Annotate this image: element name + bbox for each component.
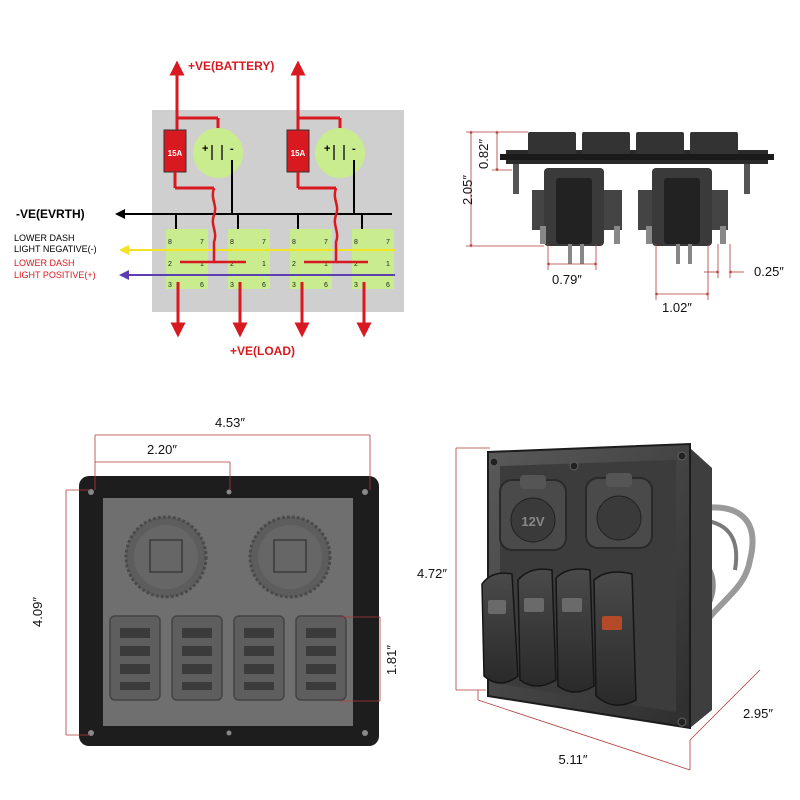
dash-positive-label-1: LOWER DASH xyxy=(14,258,75,268)
socket-2-plus: + xyxy=(324,143,330,155)
side-screw-right xyxy=(744,164,750,194)
svg-text:8: 8 xyxy=(168,239,172,246)
fuse-1-label: 15A xyxy=(168,149,183,158)
svg-text:6: 6 xyxy=(386,282,390,289)
side-rocker-3 xyxy=(636,132,684,154)
front-width: 4.53″ xyxy=(215,415,245,430)
side-tab: 0.25″ xyxy=(754,264,784,279)
socket-1-minus: - xyxy=(230,143,234,155)
socket-1 xyxy=(193,128,243,178)
svg-text:2: 2 xyxy=(230,261,234,268)
wiring-diagram: 15A 15A + - + - 8 7 2 1 3 6 xyxy=(14,59,404,358)
front-height: 4.09″ xyxy=(30,597,45,627)
svg-text:1: 1 xyxy=(262,261,266,268)
svg-text:3: 3 xyxy=(354,282,358,289)
iso-view: 12V 4.7 xyxy=(417,442,773,771)
svg-text:7: 7 xyxy=(262,239,266,246)
socket-2-minus: - xyxy=(352,143,356,155)
svg-text:1: 1 xyxy=(386,261,390,268)
front-socket-2 xyxy=(248,515,332,599)
svg-text:2: 2 xyxy=(168,261,172,268)
side-spacing: 1.02″ xyxy=(662,300,692,315)
svg-text:2: 2 xyxy=(354,261,358,268)
svg-text:1: 1 xyxy=(200,261,204,268)
iso-rocker-2 xyxy=(517,568,557,687)
svg-text:3: 3 xyxy=(292,282,296,289)
side-rocker-4 xyxy=(690,132,738,154)
svg-text:8: 8 xyxy=(354,239,358,246)
iso-socket-mark: 12V xyxy=(521,514,544,529)
fuse-2-label: 15A xyxy=(291,149,306,158)
load-label: +VE(LOAD) xyxy=(230,344,295,358)
iso-rocker-4 xyxy=(593,571,637,706)
iso-wire-bundle xyxy=(689,504,756,632)
iso-socket-2 xyxy=(585,473,653,549)
side-height-total: 2.05″ xyxy=(460,175,475,205)
side-rocker-1 xyxy=(528,132,576,154)
side-screw-left xyxy=(513,164,519,194)
svg-text:8: 8 xyxy=(292,239,296,246)
switch-pin-labels: 8 7 2 1 3 6 8 7 2 1 3 6 8 7 2 1 3 6 8 7 2 1 3 6 xyxy=(168,239,390,289)
switch-block-3 xyxy=(290,229,332,289)
ground-label: -VE(EVRTH) xyxy=(16,207,85,221)
svg-text:3: 3 xyxy=(230,282,234,289)
svg-text:3: 3 xyxy=(168,282,172,289)
svg-text:6: 6 xyxy=(324,282,328,289)
front-view: 4.53″ 2.20″ 4.09″ 1.81″ xyxy=(30,415,399,746)
iso-depth: 2.95″ xyxy=(743,706,773,721)
iso-height: 4.72″ xyxy=(417,566,447,581)
front-socket-1 xyxy=(124,515,208,599)
iso-rocker-3 xyxy=(555,568,595,693)
iso-socket-1: 12V xyxy=(499,475,567,551)
side-top-height: 0.82″ xyxy=(476,139,491,169)
svg-text:8: 8 xyxy=(230,239,234,246)
front-hole-spacing: 2.20″ xyxy=(147,442,177,457)
svg-text:2: 2 xyxy=(292,261,296,268)
svg-text:1: 1 xyxy=(324,261,328,268)
dash-positive-label-2: LIGHT POSITIVE(+) xyxy=(14,270,96,280)
switch-block-1 xyxy=(166,229,208,289)
svg-text:7: 7 xyxy=(386,239,390,246)
socket-1-plus: + xyxy=(202,143,208,155)
svg-text:6: 6 xyxy=(200,282,204,289)
dash-negative-label-2: LIGHT NEGATIVE(-) xyxy=(14,244,97,254)
switch-block-2 xyxy=(228,229,270,289)
dash-negative-label-1: LOWER DASH xyxy=(14,233,75,243)
socket-2 xyxy=(315,128,365,178)
side-socket-width: 0.79″ xyxy=(552,272,582,287)
side-view: 2.05″ 0.82″ 0.79″ 1.02″ 0.25″ xyxy=(460,130,784,315)
switch-block-4 xyxy=(352,229,394,289)
svg-text:6: 6 xyxy=(262,282,266,289)
battery-label: +VE(BATTERY) xyxy=(188,59,274,73)
front-switch-height: 1.81″ xyxy=(384,645,399,675)
iso-width: 5.11″ xyxy=(559,752,588,767)
side-rocker-2 xyxy=(582,132,630,154)
iso-rocker-1 xyxy=(481,572,519,684)
svg-text:7: 7 xyxy=(324,239,328,246)
svg-text:7: 7 xyxy=(200,239,204,246)
